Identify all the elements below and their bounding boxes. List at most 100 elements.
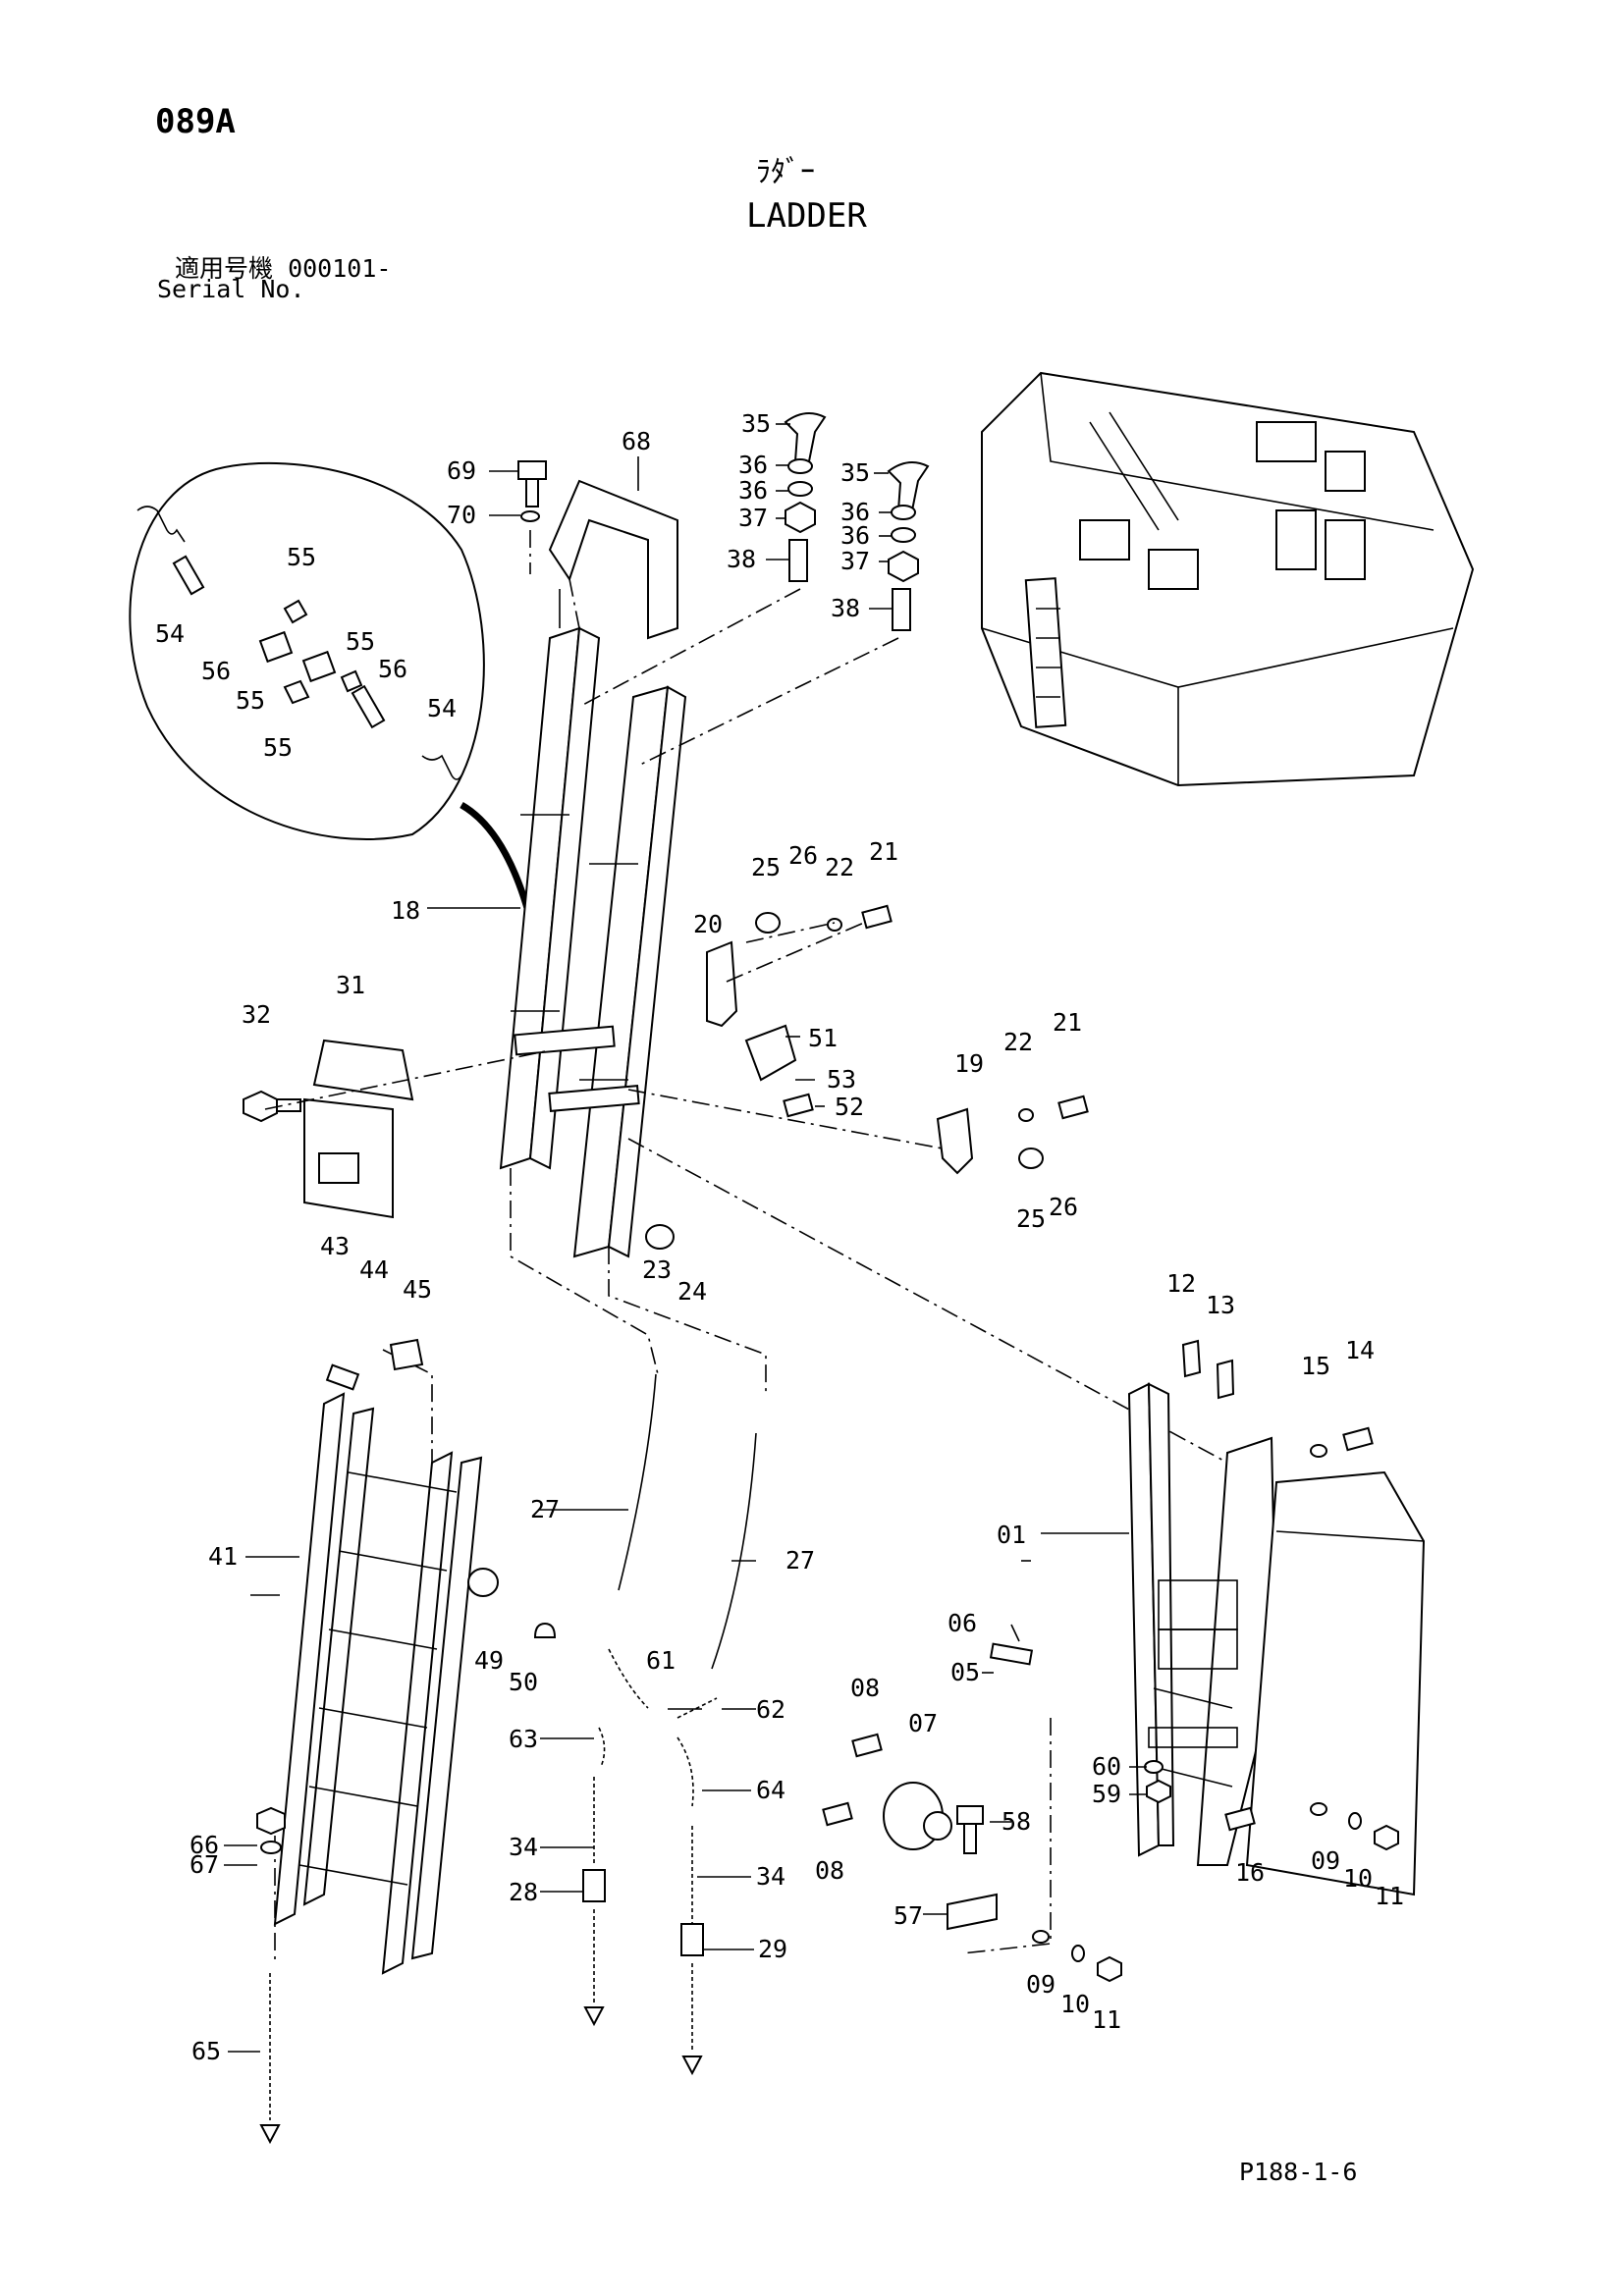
callout-21: 21	[1053, 1008, 1082, 1037]
callout-49: 49	[474, 1646, 504, 1675]
callout-19: 19	[954, 1049, 984, 1078]
lock-assembly	[533, 1339, 1399, 1983]
callout-41: 41	[208, 1542, 238, 1571]
detail-bubble	[129, 461, 554, 1032]
cover-plate	[243, 1039, 414, 1219]
callout-35: 35	[741, 409, 771, 438]
callout-11: 11	[1092, 2005, 1121, 2034]
callout-54: 54	[155, 619, 185, 648]
leader-dashed-lines	[264, 530, 1317, 1963]
callout-10: 10	[1060, 1990, 1090, 2018]
callout-09: 09	[1026, 1970, 1056, 1999]
callout-57: 57	[893, 1901, 923, 1930]
callout-14: 14	[1345, 1336, 1375, 1364]
callout-45: 45	[403, 1275, 432, 1304]
callout-08: 08	[815, 1856, 844, 1885]
serial-label-english: Serial No.	[157, 275, 305, 303]
callout-22: 22	[1003, 1028, 1033, 1056]
callout-22: 22	[825, 853, 854, 881]
callout-06: 06	[947, 1609, 977, 1637]
callout-26: 26	[788, 841, 818, 870]
callout-38: 38	[831, 594, 860, 622]
callout-13: 13	[1206, 1291, 1235, 1319]
callout-50: 50	[509, 1668, 538, 1696]
callout-07: 07	[908, 1709, 938, 1737]
serial-value: 000101-	[288, 254, 392, 283]
machine-body	[981, 371, 1475, 787]
callout-55: 55	[263, 733, 293, 762]
callout-21: 21	[869, 837, 898, 866]
callout-55: 55	[346, 627, 375, 656]
top-handle	[548, 479, 678, 640]
callout-59: 59	[1092, 1780, 1121, 1808]
callout-34: 34	[509, 1833, 538, 1861]
callout-18: 18	[391, 896, 420, 925]
leader-lines	[224, 423, 1147, 2053]
callout-44: 44	[359, 1255, 389, 1284]
callout-23: 23	[642, 1255, 672, 1284]
serial-line-japanese: 適用号機 000101-	[175, 249, 391, 285]
callout-43: 43	[320, 1232, 350, 1260]
callout-61: 61	[646, 1646, 676, 1675]
callout-65: 65	[191, 2037, 221, 2065]
callout-labels: 69 70 68 35 36 36 37 38 35 36 36 37 38 5…	[155, 409, 1404, 2065]
callout-56: 56	[378, 655, 407, 683]
callout-16: 16	[1235, 1858, 1265, 1887]
callout-31: 31	[336, 971, 365, 999]
page-code: 089A	[155, 102, 236, 141]
callout-34: 34	[756, 1862, 785, 1891]
callout-28: 28	[509, 1878, 538, 1906]
callout-12: 12	[1166, 1269, 1196, 1298]
callout-20: 20	[693, 910, 723, 938]
callout-63: 63	[509, 1725, 538, 1753]
callout-15: 15	[1301, 1352, 1330, 1380]
callout-37: 37	[840, 547, 870, 575]
callout-32: 32	[242, 1000, 271, 1029]
stanchion-and-box	[1127, 1382, 1426, 1896]
callout-10: 10	[1343, 1864, 1373, 1893]
callout-36: 36	[840, 521, 870, 550]
callout-29: 29	[758, 1935, 787, 1963]
callout-66: 66	[189, 1831, 219, 1859]
lower-ladder	[256, 1338, 499, 1975]
callout-37: 37	[738, 504, 768, 532]
callout-25: 25	[751, 853, 781, 881]
callout-27: 27	[785, 1546, 815, 1575]
callout-09: 09	[1311, 1846, 1340, 1875]
callout-35: 35	[840, 458, 870, 487]
callout-36: 36	[738, 476, 768, 505]
callout-01: 01	[997, 1521, 1026, 1549]
callout-24: 24	[677, 1277, 707, 1306]
serial-label-jp: 適用号機	[175, 254, 274, 283]
callout-64: 64	[756, 1776, 785, 1804]
callout-38: 38	[727, 545, 756, 573]
callout-11: 11	[1375, 1882, 1404, 1910]
callout-58: 58	[1001, 1807, 1031, 1836]
callout-05: 05	[950, 1658, 980, 1686]
callout-55: 55	[236, 686, 265, 715]
brackets-hardware	[645, 904, 1089, 1250]
callout-68: 68	[622, 427, 651, 455]
callout-55: 55	[287, 543, 316, 571]
title-english: LADDER	[746, 196, 867, 236]
callout-25: 25	[1016, 1204, 1046, 1233]
callout-53: 53	[827, 1065, 856, 1094]
callout-51: 51	[808, 1024, 838, 1052]
callout-69: 69	[447, 456, 476, 485]
callout-54: 54	[427, 694, 457, 722]
title-japanese: ﾗﾀﾞｰ	[756, 155, 815, 189]
callout-26: 26	[1049, 1193, 1078, 1221]
callout-62: 62	[756, 1695, 785, 1724]
callout-52: 52	[835, 1093, 864, 1121]
page-reference: P188-1-6	[1239, 2158, 1358, 2186]
callout-60: 60	[1092, 1752, 1121, 1781]
callout-36: 36	[738, 451, 768, 479]
callout-67: 67	[189, 1850, 219, 1879]
callout-70: 70	[447, 501, 476, 529]
callout-36: 36	[840, 498, 870, 526]
callout-08: 08	[850, 1674, 880, 1702]
callout-27: 27	[530, 1495, 560, 1523]
chains-springs	[259, 1373, 757, 2145]
top-fasteners	[517, 412, 930, 631]
